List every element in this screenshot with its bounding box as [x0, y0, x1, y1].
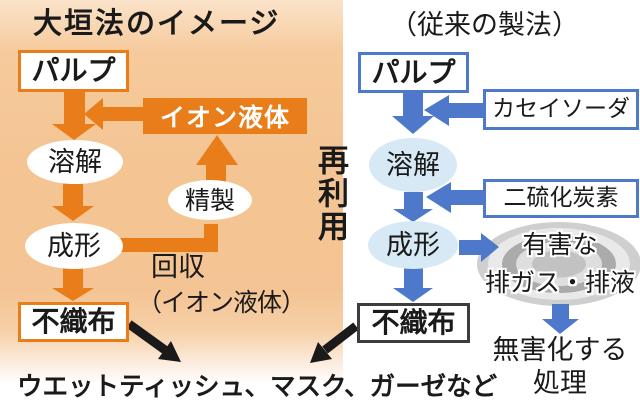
node-caustic-soda: カセイソーダ — [483, 89, 639, 130]
blue-arrows — [392, 92, 579, 334]
arrowhead-pulp-to-dissolve-left — [52, 124, 96, 140]
node-pulp-left: パルプ — [18, 50, 129, 92]
arrowhead-refine-to-ion — [196, 135, 238, 165]
arrow-pulp-to-dissolve-right — [403, 92, 423, 116]
node-pulp-right: パルプ — [358, 52, 469, 93]
node-nonwoven-left: 不織布 — [18, 302, 129, 342]
label-recovery: 回収 — [151, 252, 205, 283]
arrowhead-nonwoven-right-to-products — [310, 342, 332, 363]
arrow-harmful-to-treatment — [552, 304, 569, 319]
right-panel-title: （従来の製法） — [390, 10, 579, 41]
footer-products-text: ウエットティッシュ、マスク、ガーゼなど — [17, 372, 498, 402]
node-form-left: 成形 — [25, 223, 123, 269]
arrow-refine-to-ion — [206, 162, 226, 182]
label-harmful-line1: 有害な — [522, 230, 598, 259]
arrowhead-form-to-nonwoven-right — [393, 288, 433, 302]
arrow-caustic-to-pulp — [448, 103, 484, 118]
label-treatment-line2: 処理 — [533, 368, 587, 399]
orange-arrows — [52, 91, 238, 301]
label-harmful-line2: 排ガス・排液 — [484, 268, 635, 297]
node-dissolve-right: 溶解 — [369, 138, 457, 192]
node-ion-liquid: イオン液体 — [143, 98, 307, 134]
arrowhead-dissolve-to-form-right — [393, 209, 433, 222]
arrow-form-to-harmful — [459, 240, 481, 255]
node-form-right: 成形 — [368, 221, 458, 269]
label-harmful-emissions: 有害な 排ガス・排液 — [468, 226, 640, 302]
harmful-swirl-icon — [477, 222, 640, 306]
arrowhead-harmful-to-treatment — [542, 319, 579, 334]
label-treatment-line1: 無害化する — [492, 335, 628, 366]
node-carbon-disulfide: 二硫化炭素 — [483, 179, 639, 218]
black-arrows — [126, 320, 359, 363]
arrow-disulfide-to-dissolve — [450, 190, 484, 205]
arrow-ion-to-pulp — [102, 107, 145, 121]
arrow-form-to-nonwoven-left — [63, 268, 83, 288]
arrowhead-dissolve-to-form-left — [52, 206, 94, 221]
label-recovery-sub: （イオン液体） — [137, 288, 306, 317]
recovery-elbow-connector — [118, 224, 218, 252]
arrowhead-pulp-to-dissolve-right — [392, 116, 434, 134]
arrowhead-nonwoven-left-to-products — [158, 341, 181, 362]
label-detox-treatment: 無害化する 処理 — [477, 334, 640, 400]
arrow-nonwoven-left-to-products — [126, 320, 168, 354]
arrow-dissolve-to-form-right — [404, 192, 423, 209]
arrow-pulp-to-dissolve-left — [64, 91, 85, 124]
arrowhead-form-to-harmful — [481, 233, 499, 262]
arrowhead-disulfide-to-dissolve — [426, 182, 451, 213]
arrow-nonwoven-right-to-products — [322, 322, 359, 354]
node-nonwoven-right: 不織布 — [357, 303, 470, 343]
arrowhead-form-to-nonwoven-left — [52, 288, 94, 301]
arrow-form-to-nonwoven-right — [404, 266, 423, 288]
node-refine: 精製 — [168, 180, 252, 220]
node-dissolve-left: 溶解 — [27, 140, 123, 184]
arrowhead-caustic-to-pulp — [424, 95, 449, 126]
left-panel-title: 大垣法のイメージ — [33, 6, 281, 40]
label-reuse: 再利用 — [312, 144, 348, 243]
arrow-dissolve-to-form-left — [63, 183, 83, 206]
arrowhead-ion-to-pulp — [84, 98, 103, 130]
